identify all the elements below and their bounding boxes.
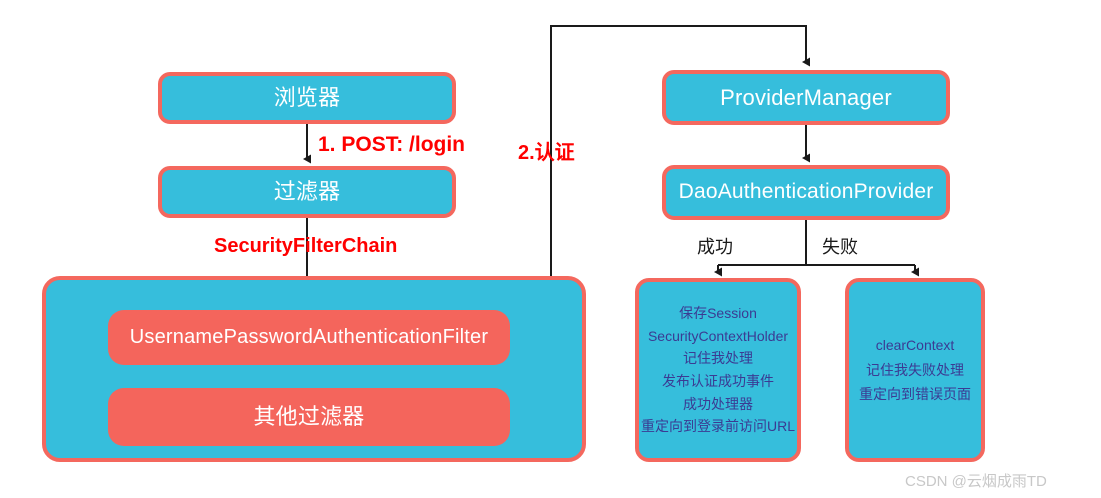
- watermark: CSDN @云烟成雨TD: [905, 473, 1047, 490]
- edge-label-authenticate: 2.认证: [518, 142, 575, 164]
- edge-label-security-filter-chain: SecurityFilterChain: [214, 235, 398, 257]
- node-success-actions[interactable]: 保存Session SecurityContextHolder 记住我处理 发布…: [635, 278, 801, 462]
- node-browser-label: 浏览器: [273, 85, 341, 111]
- list-item: 发布认证成功事件: [661, 373, 774, 389]
- node-dao-authentication-provider[interactable]: DaoAuthenticationProvider: [662, 165, 950, 220]
- failure-actions-list: clearContext 记住我失败处理 重定向到错误页面: [859, 333, 971, 407]
- list-item: 保存Session: [679, 304, 757, 321]
- list-item: 成功处理器: [682, 395, 753, 412]
- node-filter[interactable]: 过滤器: [158, 166, 456, 218]
- list-item: clearContext: [875, 337, 955, 354]
- node-provider-manager-label: ProviderManager: [720, 84, 892, 110]
- node-upaf-label: UsernamePasswordAuthenticationFilter: [129, 326, 489, 348]
- node-dao-provider-label: DaoAuthenticationProvider: [678, 180, 934, 204]
- node-other-filters[interactable]: 其他过滤器: [108, 388, 510, 446]
- node-filter-label: 过滤器: [273, 179, 341, 205]
- list-item: 重定向到错误页面: [859, 386, 971, 403]
- list-item: SecurityContextHolder: [647, 327, 789, 344]
- list-item: 记住我失败处理: [866, 361, 964, 378]
- success-actions-list: 保存Session SecurityContextHolder 记住我处理 发布…: [641, 302, 795, 438]
- branch-label-success: 成功: [697, 237, 733, 257]
- node-browser[interactable]: 浏览器: [158, 72, 456, 124]
- list-item: 记住我处理: [682, 350, 753, 367]
- node-other-filters-label: 其他过滤器: [253, 404, 365, 430]
- node-failure-actions[interactable]: clearContext 记住我失败处理 重定向到错误页面: [845, 278, 985, 462]
- node-provider-manager[interactable]: ProviderManager: [662, 70, 950, 125]
- edge-label-post-login: 1. POST: /login: [318, 133, 466, 156]
- node-username-password-authentication-filter[interactable]: UsernamePasswordAuthenticationFilter: [108, 310, 510, 365]
- branch-label-failure: 失败: [822, 237, 858, 257]
- list-item: 重定向到登录前访问URL: [640, 418, 795, 435]
